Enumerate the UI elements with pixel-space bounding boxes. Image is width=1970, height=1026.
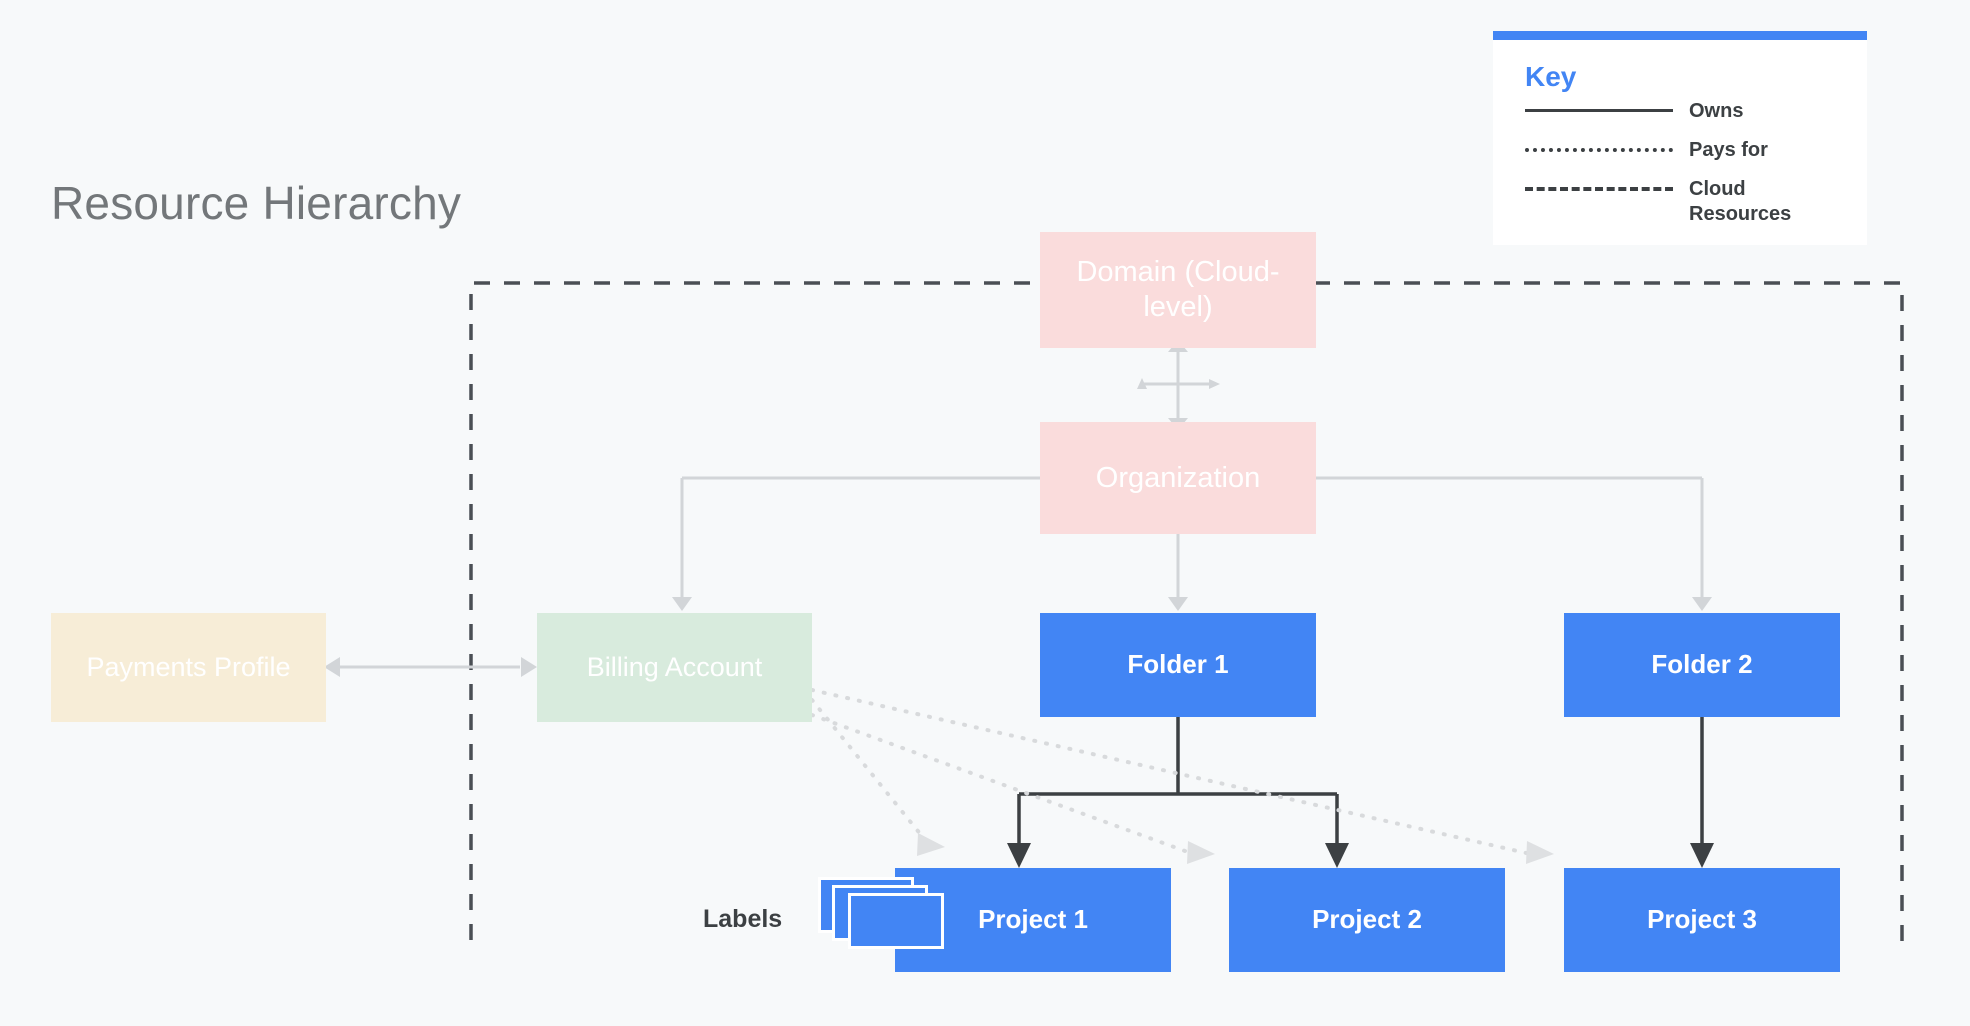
key-row-cloud-resources: Cloud Resources <box>1525 177 1835 227</box>
node-payments-profile[interactable]: Payments Profile <box>51 613 326 722</box>
node-folder-1[interactable]: Folder 1 <box>1040 613 1316 717</box>
edge-payments-billing <box>324 657 537 677</box>
key-panel-body: Key Owns Pays for <box>1493 40 1867 245</box>
node-project-3[interactable]: Project 3 <box>1564 868 1840 972</box>
key-sample-dashed-line-icon <box>1525 177 1673 199</box>
key-label-pays-for: Pays for <box>1689 138 1768 161</box>
node-billing-account[interactable]: Billing Account <box>537 613 812 722</box>
key-label-cloud-resources: Cloud Resources <box>1689 177 1792 225</box>
node-folder-2-label: Folder 2 <box>1651 649 1753 680</box>
key-sample-solid-line-icon <box>1525 99 1673 121</box>
node-folder-2[interactable]: Folder 2 <box>1564 613 1840 717</box>
node-organization[interactable]: Organization <box>1040 422 1316 534</box>
page-title: Resource Hierarchy <box>51 177 462 229</box>
key-sample-dotted-line-icon <box>1525 138 1673 160</box>
stacked-cards-icon <box>818 877 946 949</box>
edge-folder2-project3 <box>1690 717 1714 868</box>
key-label-owns: Owns <box>1689 99 1744 122</box>
node-folder-1-label: Folder 1 <box>1127 649 1229 680</box>
node-project-2-label: Project 2 <box>1312 904 1422 935</box>
key-panel: Key Owns Pays for <box>1493 31 1867 245</box>
node-billing-account-label: Billing Account <box>586 652 763 683</box>
edge-folder1-projects <box>1017 717 1339 846</box>
key-title: Key <box>1525 61 1577 92</box>
edge-domain-organization-group <box>1168 340 1188 430</box>
key-rows: Owns Pays for Cloud Resources <box>1525 99 1835 227</box>
edge-organization-arrowheads <box>672 597 1712 611</box>
node-project-3-label: Project 3 <box>1647 904 1757 935</box>
node-project-1-label: Project 1 <box>978 904 1088 935</box>
key-row-pays-for: Pays for <box>1525 138 1835 163</box>
node-domain[interactable]: Domain (Cloud-level) <box>1040 232 1316 348</box>
edge-folder1-arrowheads <box>1007 843 1349 868</box>
node-domain-label: Domain (Cloud-level) <box>1076 256 1280 323</box>
edge-billing-pays-arrowheads <box>917 833 1554 864</box>
labels-annotation-text: Labels <box>703 905 783 933</box>
key-row-owns: Owns <box>1525 99 1835 124</box>
node-project-2[interactable]: Project 2 <box>1229 868 1505 972</box>
stacked-cards-icon-layer-front <box>848 893 944 949</box>
key-panel-accent-bar <box>1493 31 1867 40</box>
node-payments-profile-label: Payments Profile <box>86 652 291 683</box>
node-organization-label: Organization <box>1095 461 1261 494</box>
